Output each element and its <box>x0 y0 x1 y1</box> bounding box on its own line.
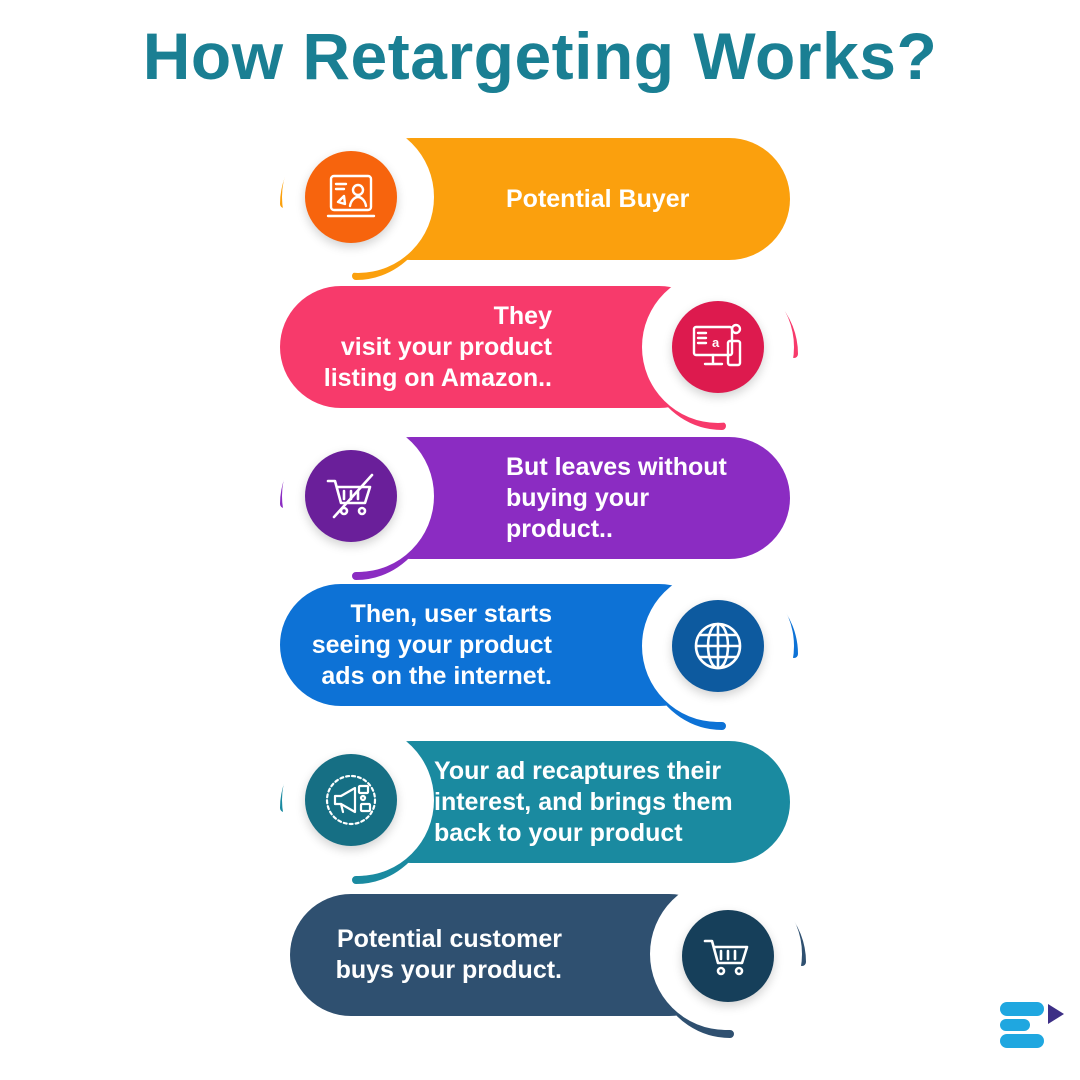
step-banner: They visit your product listing on Amazo… <box>280 286 720 408</box>
step-text: They visit your product listing on Amazo… <box>323 301 552 392</box>
step-text: Your ad recaptures their interest, and b… <box>434 756 733 847</box>
step-text: But leaves without buying your product.. <box>506 452 727 543</box>
step-banner: Potential customer buys your product. <box>290 894 730 1016</box>
svg-text:a: a <box>712 335 720 350</box>
globe-icon <box>672 600 764 692</box>
crossed-cart-icon <box>305 450 397 542</box>
brand-logo-icon <box>1000 1002 1064 1048</box>
page-title: How Retargeting Works? <box>142 19 938 93</box>
megaphone-ad-icon <box>305 754 397 846</box>
step-text: Then, user starts seeing your product ad… <box>311 599 552 690</box>
shopping-cart-icon <box>682 910 774 1002</box>
amazon-listing-icon: a <box>672 301 764 393</box>
person-at-screen-icon <box>305 151 397 243</box>
step-text: Potential Buyer <box>506 184 690 213</box>
step-text: Potential customer buys your product. <box>335 925 562 984</box>
